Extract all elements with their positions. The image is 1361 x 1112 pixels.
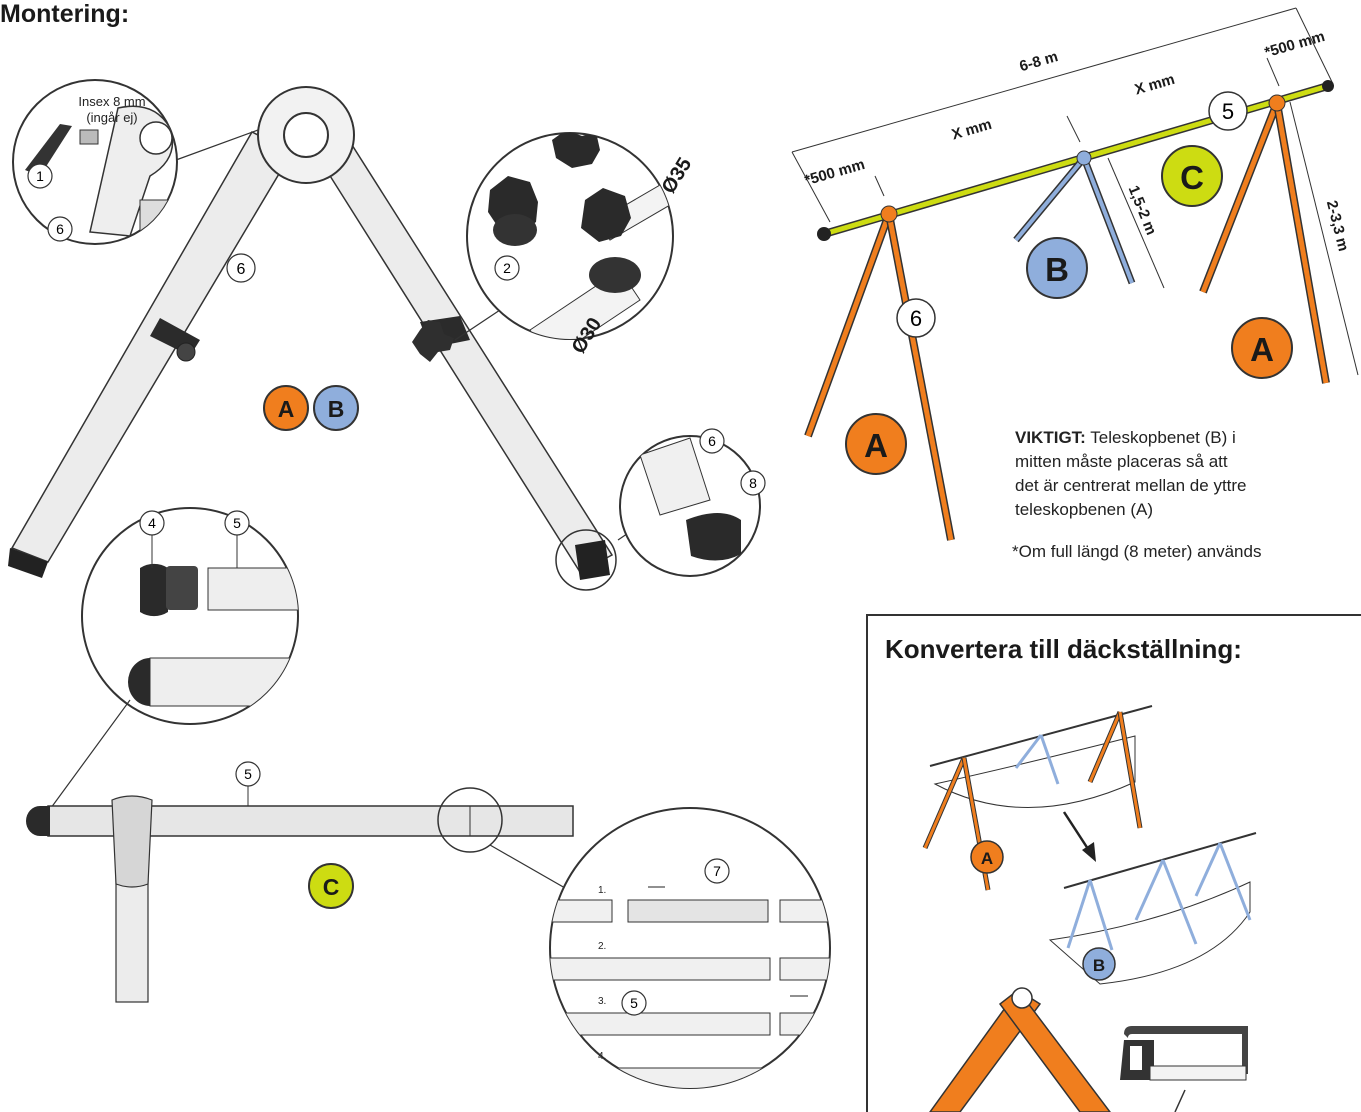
badge-a-left: A [864, 427, 888, 464]
dim-height-a: 2-3,3 m [1323, 199, 1352, 253]
detail-foot-cap: 6 8 [555, 428, 766, 591]
dim-height-b: 1,5-2 m [1125, 183, 1160, 237]
badge-b: B [328, 396, 345, 422]
step-3: 3. [598, 996, 606, 1007]
full-frame: 6-8 m *500 mm *500 mm X mm X mm 1,5-2 m … [791, 7, 1359, 541]
part-5-cap: 5 [233, 515, 241, 531]
convert-box: A B [866, 614, 1361, 1112]
part-6-insex: 6 [56, 221, 64, 237]
part-6-leg: 6 [237, 261, 246, 278]
part-7: 7 [713, 863, 721, 879]
important-line1: Teleskopbenet (B) i [1090, 428, 1236, 447]
detail-knob-clamp: Ø35 Ø30 2 [454, 132, 696, 358]
badge-a-b: A B [263, 385, 359, 431]
part-1: 1 [36, 168, 44, 184]
important-line2: mitten måste placeras så att [1015, 452, 1228, 471]
part-4: 4 [148, 515, 156, 531]
part-6-foot: 6 [708, 433, 716, 449]
top-bar-c: 5 C [26, 761, 574, 1003]
badge-c-frame: C [1180, 159, 1204, 196]
important-line3: det är centrerat mellan de yttre [1015, 476, 1247, 495]
step-2: 2. [598, 941, 606, 952]
a-frame-assembly: 6 [8, 86, 614, 580]
step-4: 4. [598, 1051, 606, 1062]
important-label: VIKTIGT: [1015, 428, 1086, 447]
part-6-frame: 6 [910, 306, 922, 331]
detail-end-cap: 4 5 [47, 507, 299, 813]
detail-join-steps: 1. 2. 3. 4. 7 5 [549, 807, 831, 1089]
insex-label: Insex 8 mm [78, 94, 145, 109]
footnote: *Om full längd (8 meter) används [1012, 542, 1262, 561]
badge-a: A [278, 396, 295, 422]
dim-x2: X mm [1133, 71, 1177, 99]
dim-end-left: *500 mm [803, 156, 867, 189]
insex-note: (ingår ej) [86, 110, 137, 125]
detail-insex-hinge: Insex 8 mm (ingår ej) 1 6 [12, 79, 178, 245]
part-5-join: 5 [630, 995, 638, 1011]
step-1: 1. [598, 885, 606, 896]
badge-b-frame: B [1045, 251, 1069, 288]
important-note: VIKTIGT: Teleskopbenet (B) i mitten måst… [1015, 426, 1335, 522]
important-line4: teleskopbenen (A) [1015, 500, 1153, 519]
convert-badge-b: B [1093, 956, 1105, 975]
dim-total: 6-8 m [1018, 48, 1060, 75]
convert-badge-a: A [981, 849, 993, 868]
part-2: 2 [503, 260, 511, 276]
title-montering: Montering: [0, 0, 130, 28]
part-5-frame: 5 [1222, 99, 1234, 124]
badge-a-right: A [1250, 331, 1274, 368]
dim-end-right: *500 mm [1263, 28, 1327, 61]
part-8: 8 [749, 475, 757, 491]
part-5-bar: 5 [244, 766, 252, 782]
badge-c-left: C [323, 874, 340, 900]
dim-x1: X mm [950, 116, 994, 144]
title-konvertera: Konvertera till däckställning: [885, 634, 1242, 664]
